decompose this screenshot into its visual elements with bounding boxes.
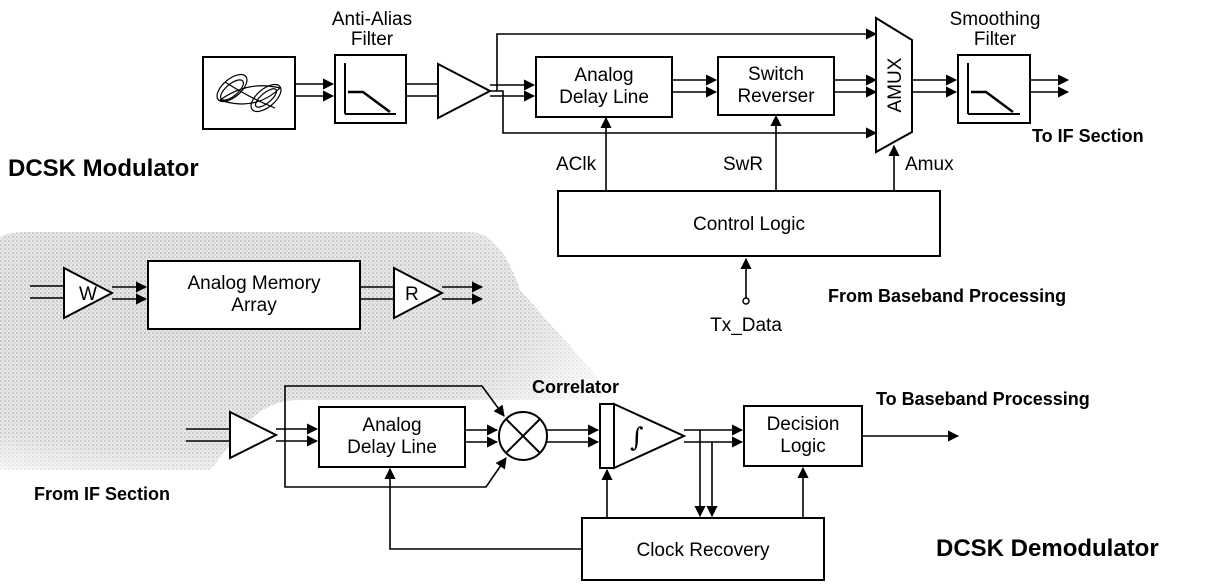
demodulator-amplifier-icon <box>229 410 279 460</box>
to-if-section-label: To IF Section <box>1032 126 1144 146</box>
amux-signal-label: Amux <box>905 154 954 175</box>
clock-recovery-block: Clock Recovery <box>581 517 825 581</box>
multiplier-icon <box>498 411 548 461</box>
anti-alias-label-1: Anti-Alias <box>332 9 412 30</box>
chaotic-attractor-icon <box>216 73 282 113</box>
switch-label-2: Reverser <box>737 86 815 107</box>
decision-label-2: Logic <box>780 436 825 457</box>
demod-delay-label-2: Delay Line <box>347 437 437 458</box>
control-logic-block: Control Logic <box>557 190 941 257</box>
decision-label-1: Decision <box>767 414 840 435</box>
integrator-block: ∫ <box>599 402 687 470</box>
from-baseband-label: From Baseband Processing <box>828 286 1066 306</box>
switch-label-1: Switch <box>748 64 804 85</box>
decision-logic-block: Decision Logic <box>743 405 863 467</box>
mod-delay-label-1: Analog <box>574 65 633 86</box>
memory-label-2: Array <box>231 295 277 316</box>
mod-delay-label-2: Delay Line <box>559 87 649 108</box>
demodulator-title: DCSK Demodulator <box>936 535 1159 562</box>
clock-recovery-label: Clock Recovery <box>636 540 770 561</box>
anti-alias-filter-block <box>334 54 407 124</box>
integral-symbol: ∫ <box>630 423 644 453</box>
correlator-label: Correlator <box>532 377 619 397</box>
anti-alias-label-2: Filter <box>351 29 394 50</box>
modulator-delay-line-block: Analog Delay Line <box>535 56 673 118</box>
chaos-source-block <box>202 56 296 130</box>
to-baseband-label: To Baseband Processing <box>876 389 1090 409</box>
smoothing-label-1: Smoothing <box>950 9 1041 30</box>
control-logic-label: Control Logic <box>693 214 805 235</box>
write-amplifier-icon: W <box>63 266 115 320</box>
lowpass-filter-icon <box>967 63 1020 115</box>
modulator-amplifier-icon <box>437 62 493 120</box>
demodulator-delay-line-block: Analog Delay Line <box>318 406 466 468</box>
switch-reverser-block: Switch Reverser <box>717 56 835 116</box>
memory-label-1: Analog Memory <box>187 273 321 294</box>
read-amplifier-icon: R <box>393 266 445 320</box>
smoothing-label-2: Filter <box>974 29 1017 50</box>
tx-data-terminal-icon <box>742 297 750 305</box>
w-label: W <box>79 284 97 305</box>
aclk-label: AClk <box>556 154 597 175</box>
swr-label: SwR <box>723 154 763 175</box>
r-label: R <box>405 284 419 305</box>
amux-label: AMUX <box>885 57 906 112</box>
from-if-section-label: From IF Section <box>34 484 170 504</box>
tx-data-label: Tx_Data <box>710 315 782 336</box>
demod-delay-label-1: Analog <box>362 415 421 436</box>
lowpass-filter-icon <box>344 63 396 115</box>
modulator-title: DCSK Modulator <box>8 155 199 182</box>
analog-memory-array-block: Analog Memory Array <box>147 260 361 330</box>
smoothing-filter-block <box>957 54 1031 124</box>
amux-block: AMUX <box>875 16 913 154</box>
